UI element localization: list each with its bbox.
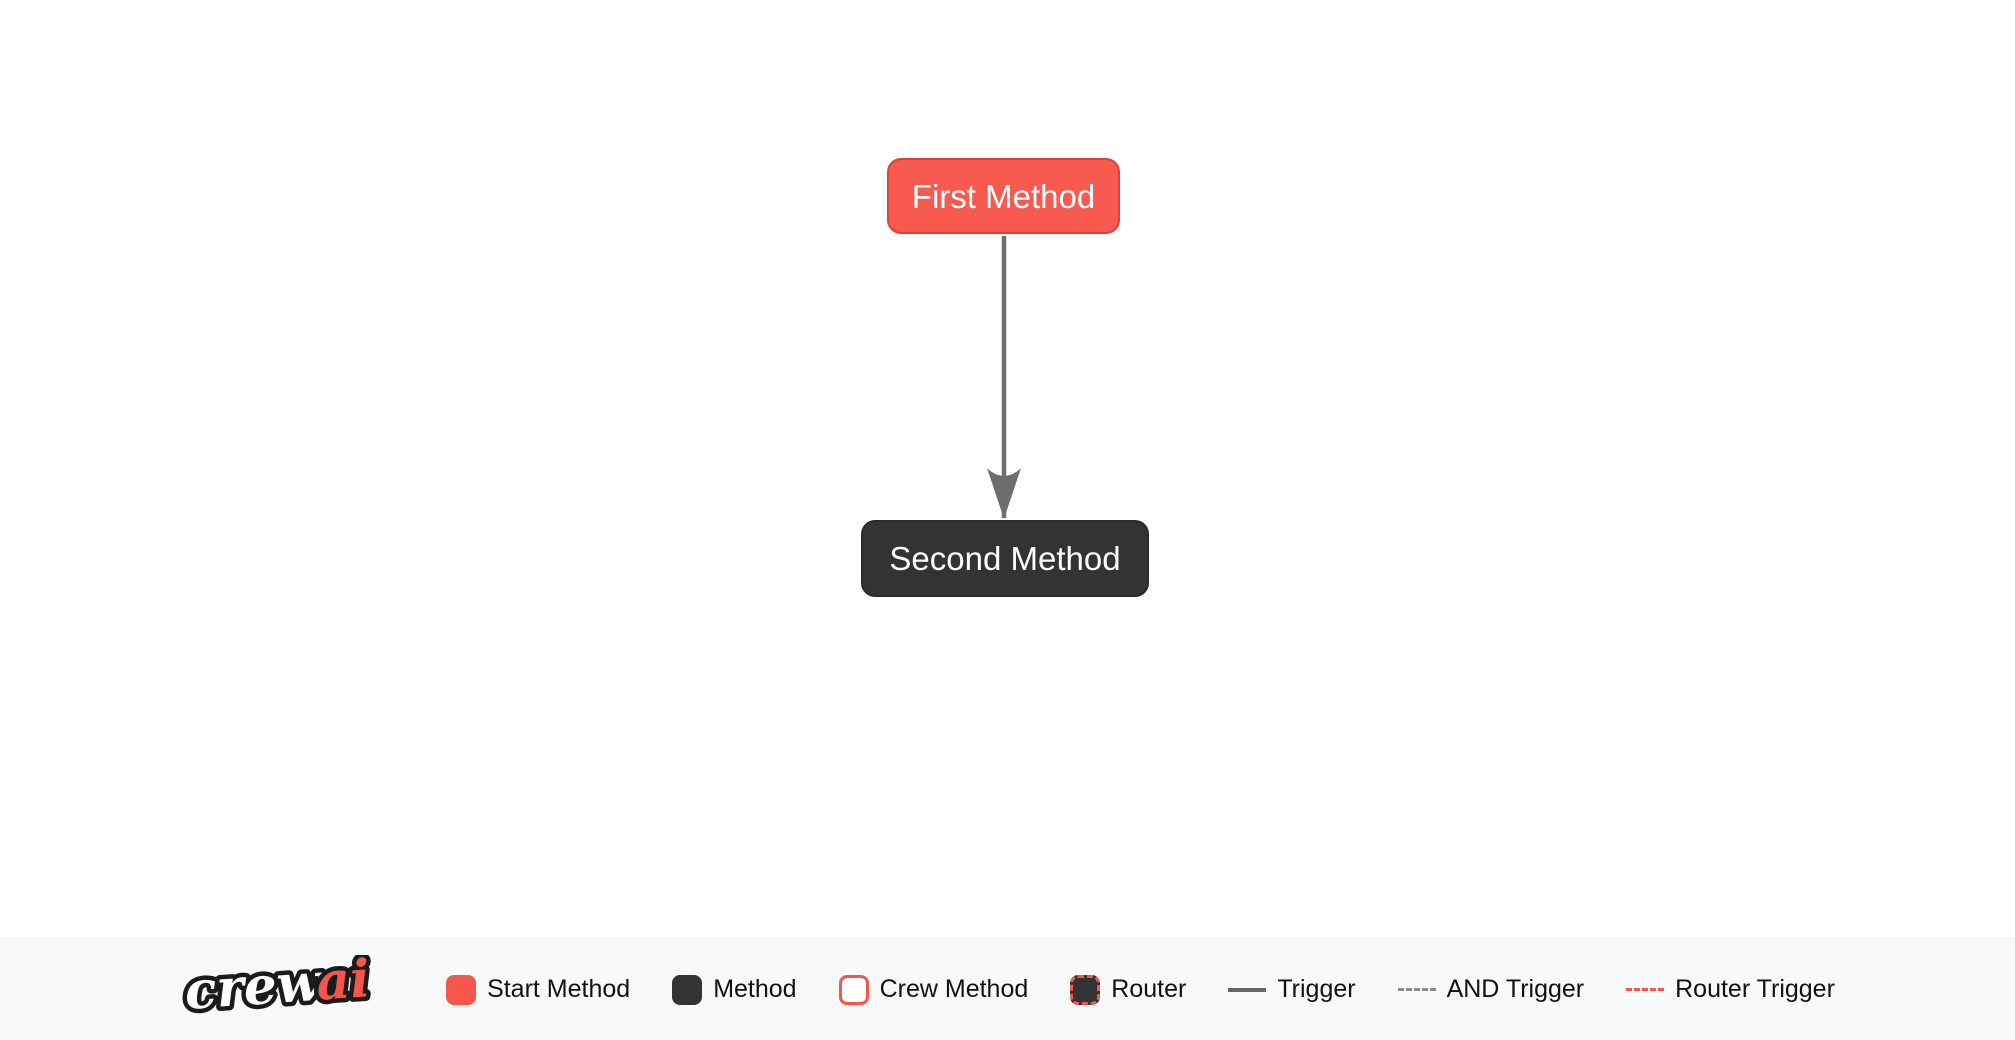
logo-text-ai: ai [314, 955, 372, 1013]
edge-layer [987, 236, 1021, 519]
router-trigger-line-icon [1626, 988, 1665, 991]
and-trigger-line-icon [1397, 988, 1436, 991]
legend-bar: crew ai Start Method Method Crew Method … [0, 938, 2015, 1040]
legend-label: Crew Method [879, 975, 1029, 1003]
legend-label: Method [713, 975, 797, 1003]
method-swatch-icon [672, 974, 703, 1005]
legend-label: AND Trigger [1446, 975, 1585, 1003]
legend-item-and-trigger: AND Trigger [1397, 975, 1585, 1004]
legend-label: Router Trigger [1675, 975, 1835, 1003]
legend-item-start-method: Start Method [446, 974, 631, 1005]
flow-canvas[interactable]: First Method Second Method [0, 0, 2015, 938]
start-method-swatch-icon [446, 974, 477, 1005]
legend-label: Start Method [487, 975, 631, 1003]
node-second-method-label: Second Method [889, 540, 1121, 577]
legend-item-router: Router [1070, 974, 1187, 1005]
node-first-method[interactable]: First Method [887, 158, 1120, 234]
logo-text-crew: crew [183, 955, 326, 1022]
crewai-logo: crew ai [180, 955, 376, 1025]
legend-label: Router [1111, 975, 1187, 1003]
node-first-method-label: First Method [911, 177, 1096, 215]
legend-item-trigger: Trigger [1228, 975, 1356, 1004]
trigger-line-icon [1228, 987, 1267, 992]
arrowhead-icon [987, 468, 1021, 519]
legend-item-crew-method: Crew Method [838, 974, 1029, 1005]
node-second-method[interactable]: Second Method [861, 520, 1149, 597]
legend-item-router-trigger: Router Trigger [1626, 975, 1835, 1004]
crew-method-swatch-icon [838, 974, 869, 1005]
trigger-edge [987, 236, 1021, 519]
router-swatch-icon [1070, 974, 1101, 1005]
legend-item-method: Method [672, 974, 797, 1005]
legend-label: Trigger [1277, 975, 1356, 1003]
